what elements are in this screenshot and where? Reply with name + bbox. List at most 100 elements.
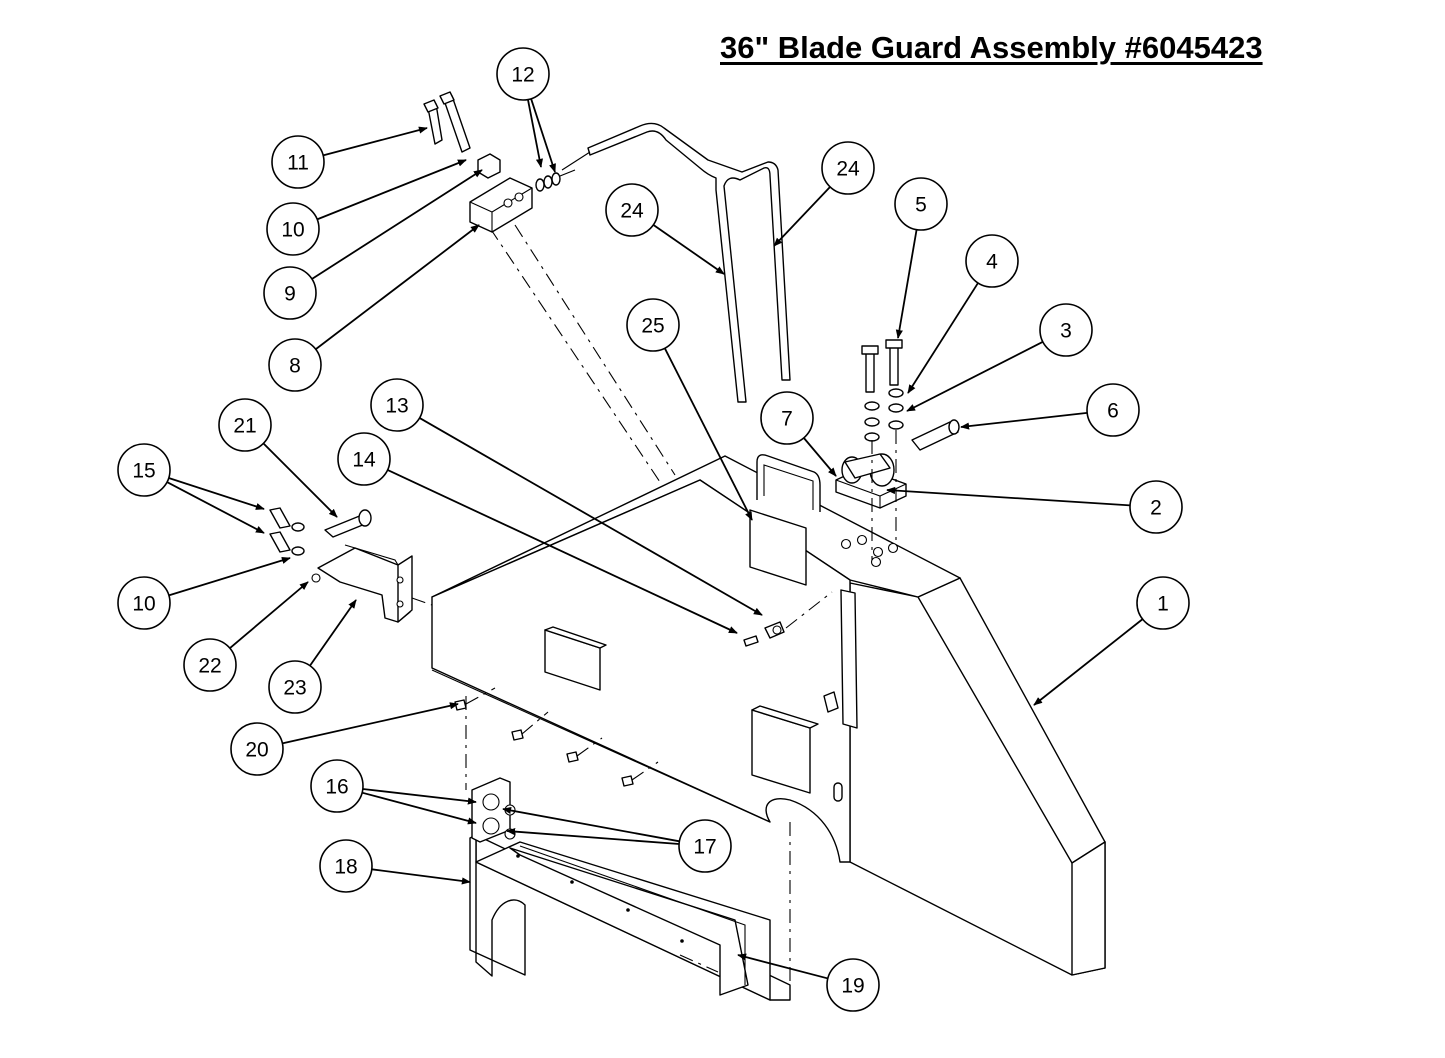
diagram-title: 36" Blade Guard Assembly #6045423 [720, 30, 1263, 65]
callout-c15: 15 [117, 443, 265, 534]
callout-bubble [218, 398, 272, 452]
callout-c20: 20 [230, 702, 459, 776]
leader-arrow [371, 868, 471, 885]
callout-number: 10 [281, 219, 304, 242]
callout-number: 11 [287, 152, 309, 175]
leader-arrow [168, 556, 291, 597]
leader-arrow [652, 224, 725, 275]
leader-arrow [907, 282, 979, 394]
leader-arrow [419, 417, 763, 616]
leader-arrow [502, 806, 680, 843]
callout-bubble [605, 183, 659, 237]
callout-c19: 19 [737, 953, 880, 1012]
callout-bubble [268, 660, 322, 714]
leader-arrow [530, 98, 556, 173]
callout-c21: 21 [218, 398, 338, 518]
leader-arrow [663, 347, 753, 521]
callout-number: 22 [198, 655, 221, 678]
hinge-bracket-assembly [835, 339, 960, 560]
callout-number: 3 [1060, 320, 1072, 343]
callout-bubble [965, 234, 1019, 288]
callout-number: 18 [334, 856, 357, 879]
callout-number: 24 [836, 158, 860, 181]
leader-arrow [315, 224, 480, 350]
callout-c8: 8 [268, 224, 480, 392]
callout-c12: 12 [496, 47, 556, 173]
callout-bubble [760, 391, 814, 445]
callout-bubble [337, 432, 391, 486]
callout-c10b: 10 [117, 556, 291, 630]
callout-bubble [1039, 303, 1093, 357]
leader-arrow [362, 788, 477, 805]
callout-bubble [310, 759, 364, 813]
callout-bubble [263, 266, 317, 320]
callout-bubble [496, 47, 550, 101]
callout-bubble [1136, 576, 1190, 630]
leader-arrow [960, 411, 1088, 430]
callout-c24a: 24 [605, 183, 725, 275]
callout-number: 10 [132, 593, 155, 616]
callout-bubble [183, 638, 237, 692]
leader-arrow [166, 481, 265, 534]
screws [454, 591, 839, 787]
callout-bubble [271, 135, 325, 189]
callout-number: 21 [233, 415, 256, 438]
leader-arrow [886, 486, 1131, 507]
lower-flap-assembly [465, 696, 791, 1001]
leader-arrow [737, 953, 829, 980]
callout-c25: 25 [626, 298, 753, 521]
callout-c17: 17 [502, 806, 732, 873]
callout-c22: 22 [183, 581, 309, 692]
leader-arrow [309, 599, 357, 667]
callout-number: 19 [841, 975, 864, 998]
callout-bubble [319, 839, 373, 893]
callout-number: 1 [1157, 593, 1169, 616]
callout-number: 4 [986, 251, 998, 274]
leader-arrow [803, 437, 837, 477]
callout-number: 9 [284, 283, 296, 306]
callout-number: 13 [385, 395, 408, 418]
callout-c16: 16 [310, 759, 477, 825]
leader-arrow [168, 477, 265, 510]
callout-c14: 14 [337, 432, 738, 634]
callout-number: 2 [1150, 497, 1162, 520]
leader-arrow [322, 126, 428, 157]
leader-arrow [229, 581, 309, 649]
callout-c13: 13 [370, 378, 763, 616]
leader-arrow [262, 442, 338, 518]
callout-bubble [117, 576, 171, 630]
left-end-bracket-assembly [269, 507, 433, 623]
callout-c10a: 10 [266, 159, 467, 256]
callout-number: 6 [1107, 400, 1119, 423]
callout-c24b: 24 [773, 141, 875, 247]
upper-bracket-assembly [423, 91, 576, 233]
callout-number: 14 [352, 449, 376, 472]
callout-c2: 2 [886, 480, 1183, 534]
callout-number: 5 [915, 194, 927, 217]
callout-number: 20 [245, 739, 268, 762]
leader-arrow [387, 469, 738, 634]
leader-arrow [773, 186, 831, 247]
blade-guard-housing [431, 455, 1106, 976]
callout-bubble [266, 202, 320, 256]
leader-arrow [361, 791, 477, 825]
callout-c3: 3 [906, 303, 1093, 412]
callout-number: 12 [511, 64, 534, 87]
leader-arrow [506, 828, 680, 845]
handle-loop [756, 454, 821, 512]
callout-number: 24 [620, 200, 644, 223]
callout-bubble [117, 443, 171, 497]
callout-layer: 1234567891010111213141516171819202122232… [117, 47, 1190, 1012]
callout-bubble [370, 378, 424, 432]
callout-bubble [821, 141, 875, 195]
leader-arrow [311, 169, 483, 280]
callout-number: 8 [289, 355, 301, 378]
callout-bubble [678, 819, 732, 873]
callout-number: 15 [132, 460, 155, 483]
leader-arrow [1033, 618, 1144, 706]
callout-c11: 11 [271, 126, 428, 189]
callout-number: 17 [693, 836, 716, 859]
callout-bubble [1129, 480, 1183, 534]
callout-c7: 7 [760, 391, 837, 477]
callout-c4: 4 [907, 234, 1019, 394]
